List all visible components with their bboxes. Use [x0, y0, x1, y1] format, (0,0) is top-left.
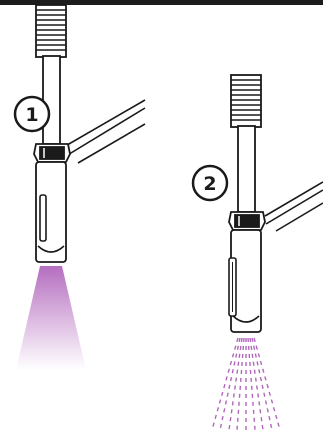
- collar-1: [33, 143, 71, 163]
- faucet-2: 2: [191, 74, 323, 431]
- sink-edge-1: [61, 99, 146, 164]
- collar-2: [228, 211, 266, 231]
- spray-head-1: [35, 161, 67, 263]
- water-stream: [16, 266, 86, 370]
- water-spray: [211, 337, 281, 431]
- step-1-number: 1: [25, 104, 38, 126]
- spray-head-2: [228, 229, 262, 333]
- step-1-badge: 1: [13, 95, 51, 133]
- stem-1: [42, 55, 61, 145]
- stem-2: [237, 125, 256, 213]
- faucet-1: 1: [13, 4, 146, 370]
- coiled-hose-2: [230, 74, 262, 128]
- step-2-number: 2: [203, 173, 216, 195]
- coiled-hose-1: [35, 4, 67, 58]
- top-edge-bar: [0, 0, 323, 5]
- step-2-badge: 2: [191, 164, 229, 202]
- toggle-button-1: [39, 194, 47, 242]
- sink-edge-2: [264, 181, 323, 232]
